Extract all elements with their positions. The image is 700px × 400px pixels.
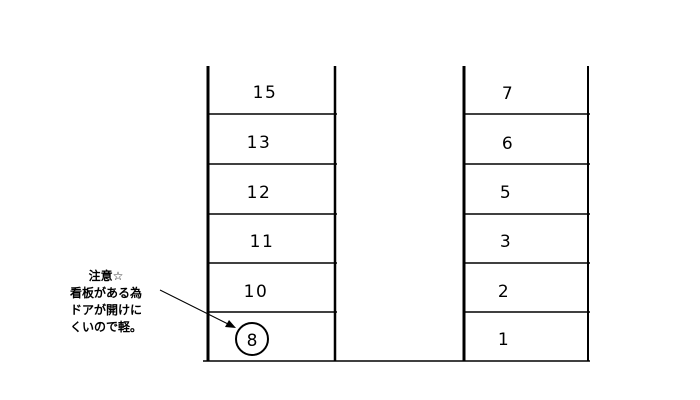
space-number-6: 6 <box>502 134 514 154</box>
space-number-11: 11 <box>250 232 275 252</box>
space-number-8: 8 <box>247 331 258 351</box>
right-parking-column: 7 6 5 3 2 1 <box>462 66 590 361</box>
arrow-head <box>225 320 236 328</box>
space-number-7: 7 <box>502 84 514 104</box>
space-number-13: 13 <box>247 133 272 153</box>
caution-note: 注意☆ 看板がある為 ドアが開けに くいので軽。 <box>40 268 172 336</box>
space-number-10: 10 <box>244 282 269 302</box>
caution-note-line: ドアが開けに <box>69 303 142 317</box>
highlight-circle <box>235 322 269 356</box>
space-number-12: 12 <box>247 183 272 203</box>
left-parking-column: 15 13 12 11 10 8 <box>206 66 337 361</box>
caution-note-line: 注意☆ <box>88 269 124 283</box>
arrow-line <box>159 289 231 326</box>
caution-note-line: くいので軽。 <box>69 320 142 334</box>
space-number-15: 15 <box>253 83 278 103</box>
space-number-2: 2 <box>498 282 510 302</box>
note-pointer-arrow <box>159 289 236 328</box>
space-number-5: 5 <box>500 183 512 203</box>
caution-note-line: 看板がある為 <box>69 286 142 300</box>
space-number-3: 3 <box>500 232 512 252</box>
space-number-1: 1 <box>498 330 510 350</box>
